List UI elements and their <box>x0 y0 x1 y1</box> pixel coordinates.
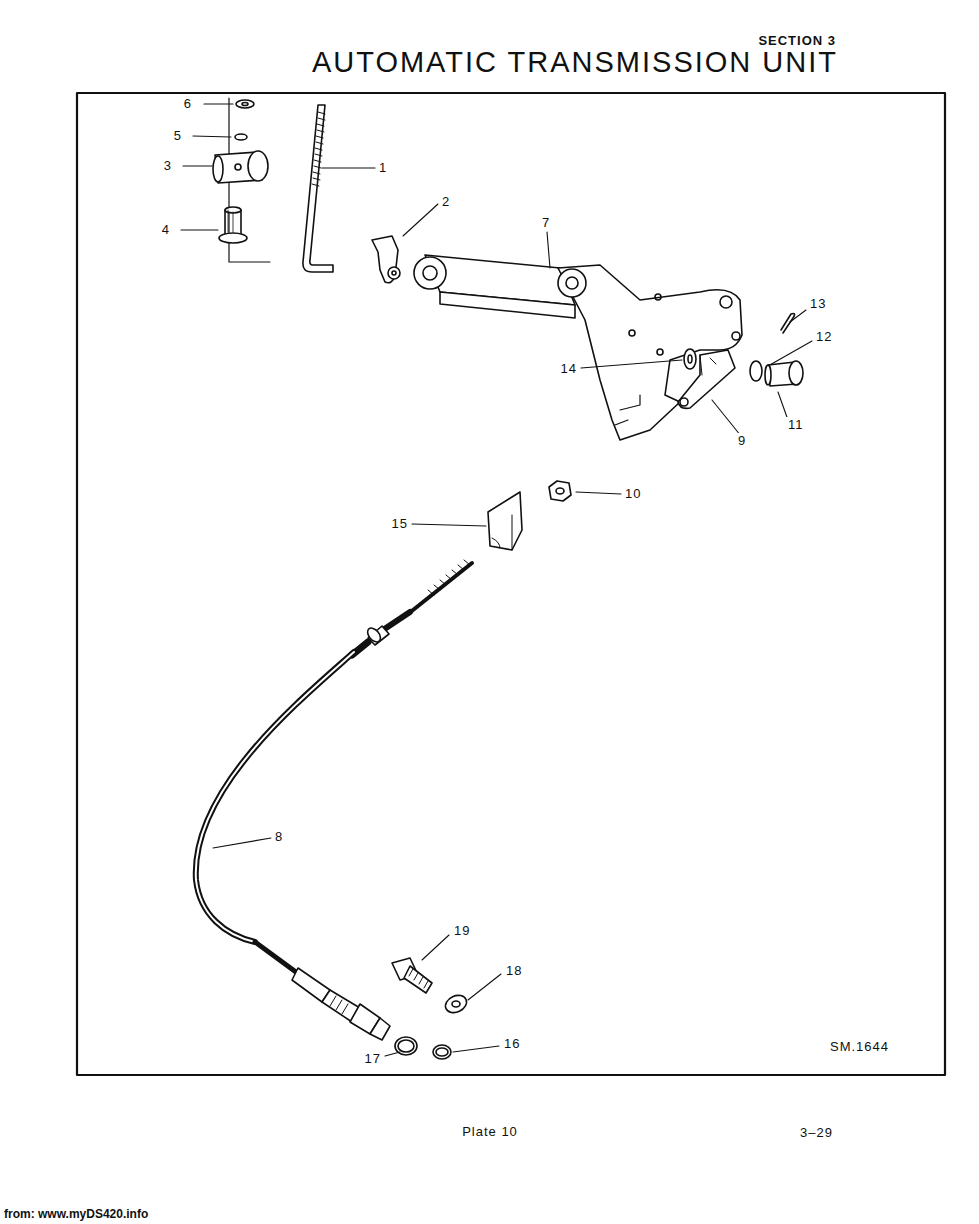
callout-number: 4 <box>160 222 172 237</box>
split-pin <box>781 314 795 334</box>
plate-frame <box>77 93 945 1075</box>
callout-number: 10 <box>623 486 643 501</box>
page-number: 3–29 <box>800 1126 833 1139</box>
cable-clip <box>488 492 522 550</box>
drawing-number: SM.1644 <box>830 1040 889 1053</box>
callout-number: 7 <box>540 215 552 230</box>
callout-number: 13 <box>808 296 828 311</box>
spring-clip <box>372 236 400 283</box>
clip-ring <box>235 134 247 140</box>
washer <box>443 992 470 1016</box>
callout-number: 1 <box>377 160 389 175</box>
page-title: AUTOMATIC TRANSMISSION UNIT <box>312 48 838 77</box>
callout-number: 19 <box>452 923 472 938</box>
callout-number: 15 <box>390 516 410 531</box>
callout-number: 2 <box>440 194 452 209</box>
nut <box>549 481 571 501</box>
circlip <box>433 1045 451 1059</box>
callout-number: 16 <box>502 1036 522 1051</box>
plate-caption: Plate 10 <box>462 1125 518 1138</box>
adjuster-screw <box>392 958 432 993</box>
callout-number: 11 <box>786 417 806 432</box>
callout-number: 8 <box>273 829 285 844</box>
callout-number: 12 <box>814 329 834 344</box>
callout-number: 9 <box>736 433 748 448</box>
washer <box>236 100 254 108</box>
pivot-pin <box>219 207 247 243</box>
source-watermark: from: www.myDS420.info <box>4 1208 148 1220</box>
washer <box>684 349 696 369</box>
callout-number: 6 <box>182 96 194 111</box>
bell-crank-bracket <box>414 255 742 440</box>
callout-number: 3 <box>162 158 174 173</box>
callout-number: 17 <box>363 1051 383 1066</box>
callout-number: 18 <box>504 963 524 978</box>
washer <box>750 361 762 381</box>
cable-fork-end <box>678 350 735 408</box>
trunnion <box>213 151 268 183</box>
callout-number: 14 <box>559 361 579 376</box>
leader-lines <box>181 104 812 1056</box>
section-heading: SECTION 3 <box>758 34 836 47</box>
control-rod <box>303 105 333 272</box>
callout-number: 5 <box>172 128 184 143</box>
selector-cable <box>196 560 472 1040</box>
